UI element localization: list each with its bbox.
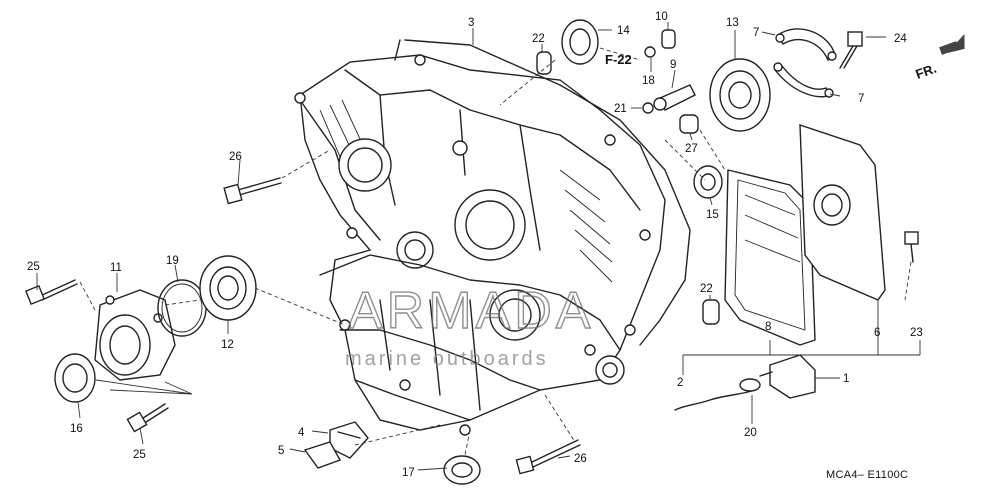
bushing-15 bbox=[693, 165, 723, 199]
front-direction-label: FR. bbox=[914, 61, 939, 82]
leader-lines bbox=[36, 22, 921, 471]
svg-text:marine outboards: marine outboards bbox=[345, 348, 549, 370]
gear-case-assembly bbox=[294, 54, 666, 436]
bolt-25-bottom bbox=[126, 403, 169, 433]
collar-10 bbox=[661, 29, 676, 49]
callout-labels: 1 2 3 4 5 6 7 7 8 9 10 11 12 13 14 15 16… bbox=[27, 11, 938, 481]
callout-11: 11 bbox=[110, 262, 122, 274]
clamp-7-lower bbox=[773, 62, 834, 98]
callout-27: 27 bbox=[685, 143, 698, 155]
callout-6: 6 bbox=[874, 327, 880, 339]
gasket-5 bbox=[303, 441, 342, 469]
callout-17: 17 bbox=[402, 467, 415, 479]
callout-3: 3 bbox=[468, 17, 474, 29]
plate-6 bbox=[799, 124, 886, 301]
callout-5: 5 bbox=[278, 445, 284, 457]
fitting-9 bbox=[653, 84, 696, 111]
callout-26-bottom: 26 bbox=[574, 453, 587, 465]
callout-14: 14 bbox=[617, 25, 630, 37]
washer-18 bbox=[644, 46, 656, 58]
callout-18: 18 bbox=[642, 75, 655, 87]
bearing-holder bbox=[94, 289, 176, 381]
callout-23: 23 bbox=[910, 327, 923, 339]
collar-22-right bbox=[702, 299, 720, 325]
diagram-code: MCA4– E1100C bbox=[826, 469, 908, 481]
callout-20: 20 bbox=[744, 427, 757, 439]
bolt-26-left bbox=[223, 177, 282, 205]
reference-label: F-22 bbox=[605, 52, 632, 67]
callout-13: 13 bbox=[726, 17, 739, 29]
sensor-1 bbox=[759, 354, 816, 399]
callout-12: 12 bbox=[221, 339, 234, 351]
bearing-12 bbox=[199, 255, 257, 321]
callout-22-right: 22 bbox=[700, 283, 713, 295]
callout-15: 15 bbox=[706, 209, 719, 221]
callout-7-lower: 7 bbox=[858, 93, 864, 105]
collar-22-top bbox=[536, 51, 552, 75]
svg-text:ARMADA: ARMADA bbox=[348, 282, 594, 340]
callout-19: 19 bbox=[166, 255, 179, 267]
oil-seal-17 bbox=[443, 455, 481, 485]
cable-20 bbox=[674, 378, 761, 411]
callout-7-upper: 7 bbox=[753, 27, 759, 39]
washer-21 bbox=[642, 102, 654, 114]
gasket-8 bbox=[724, 169, 816, 346]
collar-27 bbox=[679, 114, 699, 134]
assembly-lines bbox=[79, 47, 912, 456]
oil-seal-16 bbox=[54, 353, 96, 403]
callout-1: 1 bbox=[843, 373, 849, 385]
bolt-24 bbox=[839, 31, 863, 69]
front-direction-arrow bbox=[939, 34, 965, 55]
callout-10: 10 bbox=[655, 11, 668, 23]
callout-4: 4 bbox=[298, 427, 305, 439]
callout-24: 24 bbox=[894, 33, 907, 45]
bearing-14 bbox=[561, 19, 599, 65]
callout-8: 8 bbox=[765, 321, 771, 333]
callout-26-left: 26 bbox=[229, 151, 242, 163]
callout-21: 21 bbox=[614, 103, 627, 115]
gasket-outline bbox=[394, 39, 691, 346]
callout-22-top: 22 bbox=[532, 33, 545, 45]
bearing-13 bbox=[709, 58, 771, 132]
callout-2: 2 bbox=[677, 377, 683, 389]
bolt-25-top bbox=[24, 279, 78, 306]
callout-16: 16 bbox=[70, 423, 83, 435]
bolt-26-bottom bbox=[515, 439, 581, 475]
bolt-23 bbox=[904, 231, 919, 263]
callout-25-bottom: 25 bbox=[133, 449, 146, 461]
callout-25-top: 25 bbox=[27, 261, 40, 273]
watermark: ARMADA marine outboards bbox=[345, 281, 594, 370]
o-ring-inner bbox=[161, 283, 203, 333]
clamp-7-upper bbox=[775, 28, 837, 62]
callout-9: 9 bbox=[670, 59, 676, 71]
